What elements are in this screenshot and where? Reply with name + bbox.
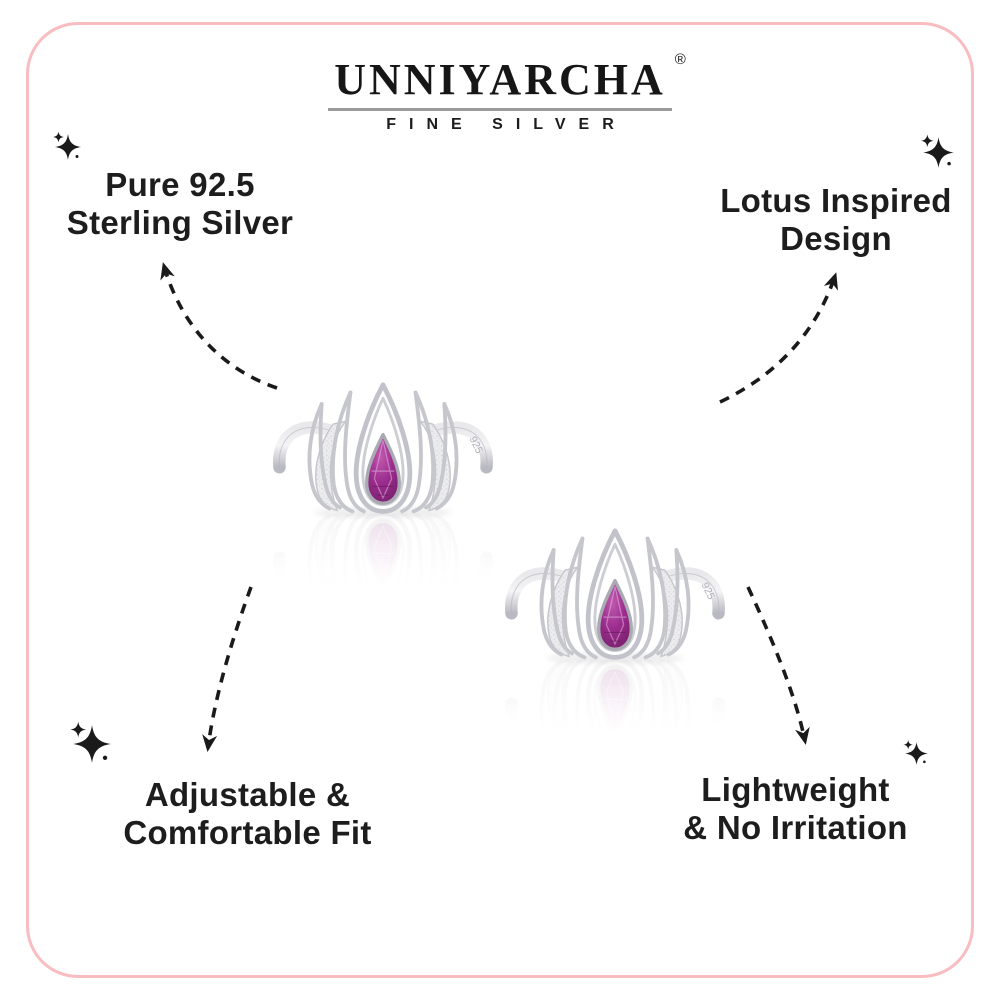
feature-line: Comfortable Fit — [123, 814, 372, 852]
lotus-ring-photo-left — [268, 358, 498, 588]
arrow-to-adjustable — [202, 586, 253, 752]
arrow-to-pure-silver — [160, 262, 278, 390]
brand-logo: UNNIYARCHA ® FINE SILVER — [0, 52, 1000, 134]
registered-trademark-icon: ® — [674, 51, 686, 68]
lotus-ring-photo-right — [500, 504, 730, 734]
feature-line: Adjustable & — [144, 776, 351, 813]
sparkle-icon — [53, 131, 81, 160]
brand-tagline: FINE SILVER — [386, 116, 627, 133]
brand-name: UNNIYARCHA ® — [328, 52, 686, 111]
feature-line: Sterling Silver — [66, 204, 294, 242]
arrow-to-lightweight — [746, 586, 810, 745]
arrow-to-lotus-design — [719, 272, 838, 404]
sparkle-icon — [70, 721, 111, 763]
feature-line: Lightweight — [701, 771, 890, 808]
feature-adjustable: Adjustable & Comfortable Fit — [95, 776, 400, 853]
feature-line: Design — [780, 220, 892, 258]
feature-lotus-design: Lotus Inspired Design — [686, 182, 986, 259]
feature-line: & No Irritation — [683, 809, 908, 847]
ring-reflection — [279, 507, 487, 588]
feature-line: Pure 92.5 — [105, 166, 255, 203]
sparkle-icon — [903, 739, 928, 765]
ring-reflection — [511, 653, 719, 734]
sparkle-icon — [920, 134, 954, 168]
brand-name-text: UNNIYARCHA — [334, 55, 666, 104]
feature-pure-silver: Pure 92.5 Sterling Silver — [30, 166, 330, 243]
feature-lightweight: Lightweight & No Irritation — [643, 771, 948, 848]
feature-line: Lotus Inspired — [720, 182, 952, 219]
